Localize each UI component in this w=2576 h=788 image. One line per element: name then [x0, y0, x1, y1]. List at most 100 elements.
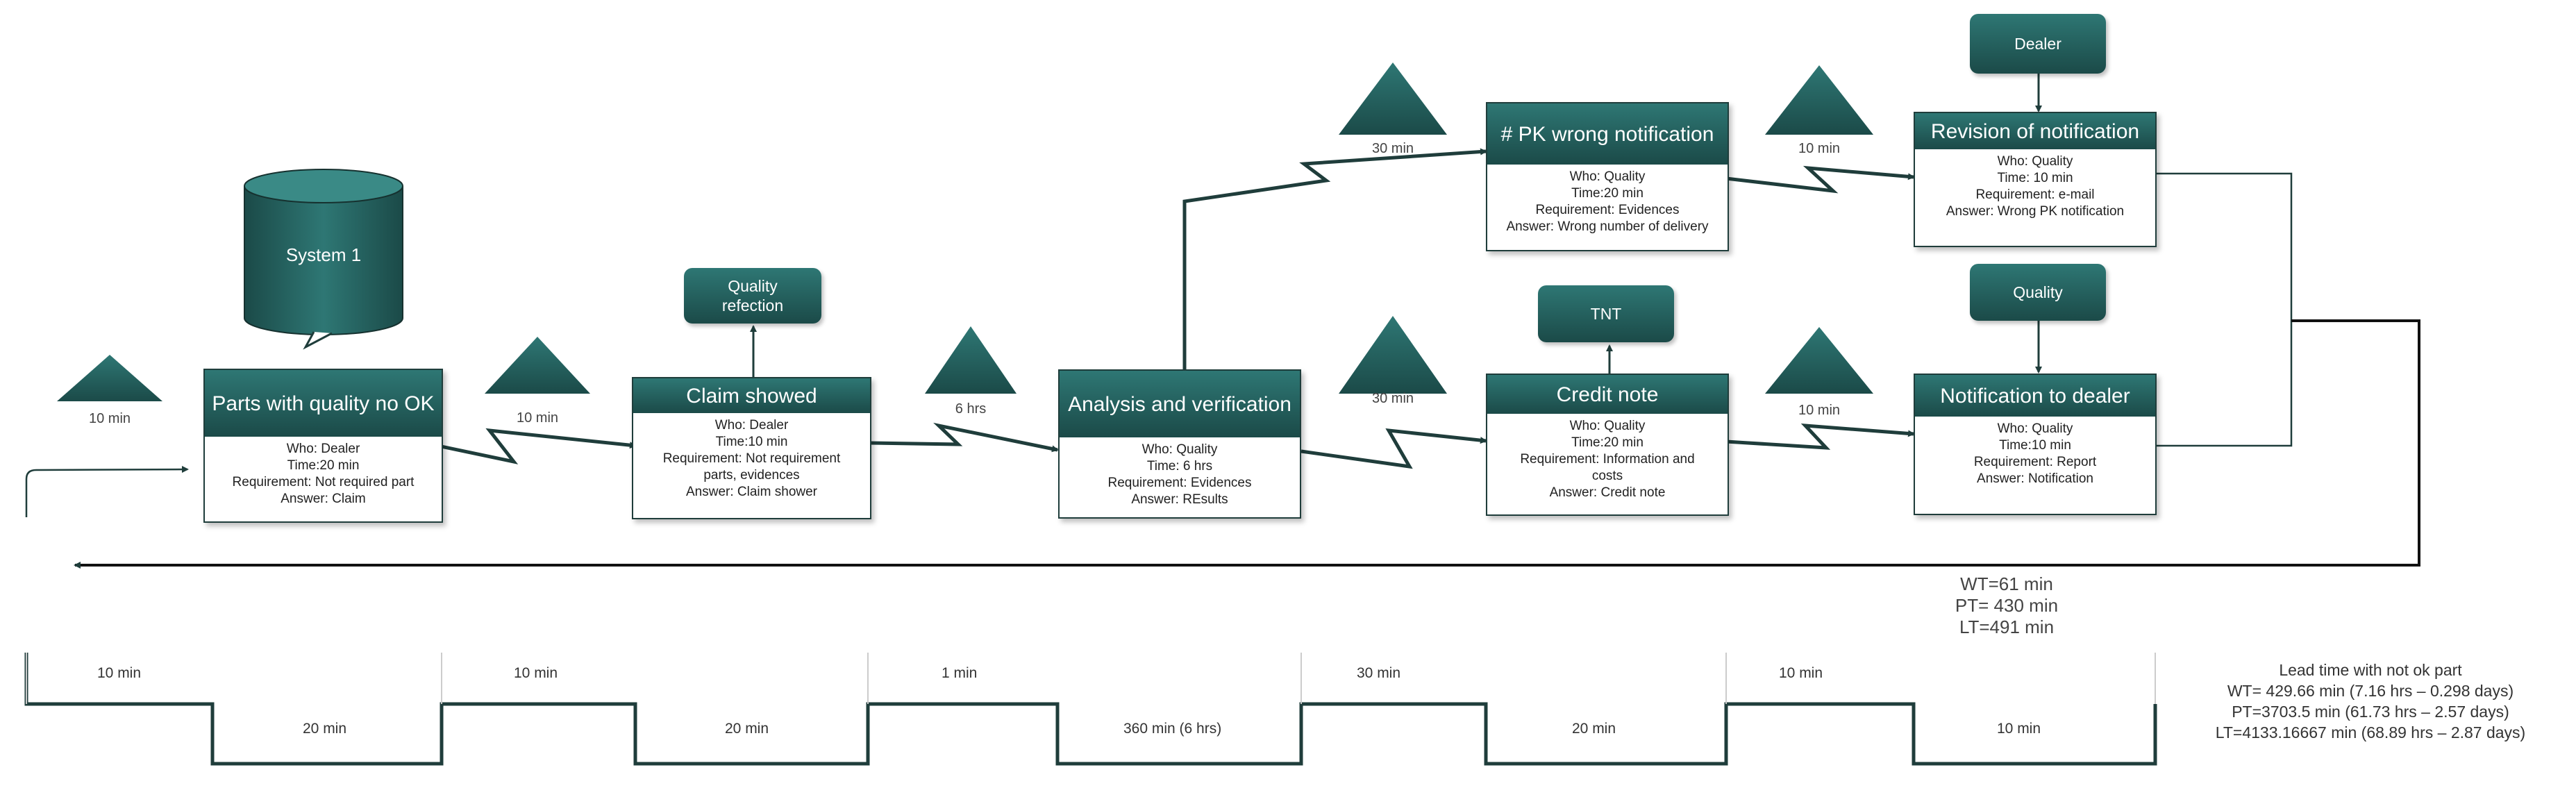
- process-title: Credit note: [1487, 375, 1728, 414]
- timeline-step-line: [24, 653, 2157, 766]
- inventory-time-label: 10 min: [516, 410, 559, 426]
- tnt-tag: TNT: [1538, 285, 1674, 342]
- total-pt: PT= 430 min: [1955, 595, 2059, 616]
- electronic-flow-line: [1300, 428, 1487, 469]
- process-details: Who: Quality Time: 6 hrs Requirement: Ev…: [1060, 437, 1300, 508]
- detail-line: Who: Quality: [1141, 442, 1218, 457]
- detail-line: Requirement: Report: [1973, 455, 2097, 469]
- detail-line: Who: Quality: [1997, 154, 2073, 169]
- detail-line: Time:20 min: [1571, 186, 1644, 201]
- inventory-time-label: 30 min: [1371, 141, 1414, 156]
- detail-line: Answer: Credit note: [1549, 485, 1666, 500]
- inventory-triangle: [1765, 327, 1873, 394]
- inventory-triangle: [485, 337, 590, 394]
- detail-line: Who: Quality: [1569, 419, 1646, 433]
- process-details: Who: Quality Time:10 min Requirement: Re…: [1915, 417, 2155, 487]
- merge-bracket: [2155, 172, 2293, 447]
- process-details: Who: Quality Time: 10 min Requirement: e…: [1915, 149, 2155, 220]
- process-totals: WT=61 min PT= 430 min LT=491 min: [1930, 573, 2083, 638]
- timeline-wait-label: 10 min: [1779, 665, 1823, 681]
- lead-pt: PT=3703.5 min (61.73 hrs – 2.57 days): [2232, 703, 2509, 721]
- detail-line: Time:10 min: [715, 435, 788, 449]
- inventory-triangle: [1339, 316, 1447, 394]
- process-title: Analysis and verification: [1060, 371, 1300, 437]
- electronic-flow-line: [1725, 165, 1915, 194]
- detail-line: parts, evidences: [703, 468, 800, 483]
- process-title: Revision of notification: [1915, 113, 2155, 149]
- quality-tag: Quality: [1970, 264, 2106, 321]
- inventory-time-label: 10 min: [1798, 403, 1841, 418]
- lead-time-summary: Lead time with not ok part WT= 429.66 mi…: [2169, 660, 2572, 743]
- detail-line: Requirement: Information and: [1520, 452, 1695, 467]
- detail-line: Answer: Wrong number of delivery: [1506, 219, 1709, 234]
- entry-arrow: [25, 466, 189, 517]
- process-details: Who: Quality Time:20 min Requirement: Ev…: [1487, 165, 1728, 235]
- timeline-process-label: 20 min: [725, 721, 769, 737]
- inventory-time-label: 10 min: [88, 411, 131, 426]
- process-box-notification: Notification to dealer Who: Quality Time…: [1914, 374, 2157, 515]
- lead-wt: WT= 429.66 min (7.16 hrs – 0.298 days): [2227, 682, 2514, 700]
- timeline-process-label: 20 min: [303, 721, 347, 737]
- inventory-triangle: [1765, 65, 1873, 135]
- detail-line: Answer: Claim: [281, 492, 366, 506]
- detail-line: Time: 10 min: [1997, 171, 2073, 185]
- timeline-wait-label: 30 min: [1357, 665, 1401, 681]
- quality-refection-tag: Quality refection: [684, 268, 821, 324]
- database-cylinder-icon: [244, 169, 403, 350]
- detail-line: Who: Dealer: [286, 442, 360, 456]
- detail-line: Who: Quality: [1569, 169, 1646, 184]
- electronic-flow-line: [1182, 148, 1487, 374]
- timeline-process-label: 20 min: [1572, 721, 1616, 737]
- process-details: Who: Dealer Time:10 min Requirement: Not…: [633, 413, 870, 501]
- detail-line: Answer: Notification: [1977, 471, 2093, 486]
- process-title: Notification to dealer: [1915, 375, 2155, 417]
- detail-line: Time: 6 hrs: [1146, 459, 1213, 473]
- detail-line: Time:20 min: [1571, 435, 1644, 450]
- detail-line: Requirement: e-mail: [1975, 187, 2095, 202]
- detail-line: Who: Quality: [1997, 421, 2073, 436]
- process-box-credit-note: Credit note Who: Quality Time:20 min Req…: [1486, 374, 1729, 516]
- timeline-process-label: 10 min: [1997, 721, 2041, 737]
- process-title: # PK wrong notification: [1487, 103, 1728, 165]
- electronic-flow-line: [869, 422, 1059, 453]
- lead-title: Lead time with not ok part: [2279, 661, 2462, 679]
- process-box-revision: Revision of notification Who: Quality Ti…: [1914, 112, 2157, 247]
- process-details: Who: Quality Time:20 min Requirement: In…: [1487, 414, 1728, 501]
- total-lt: LT=491 min: [1959, 617, 2055, 637]
- process-details: Who: Dealer Time:20 min Requirement: Not…: [205, 437, 442, 508]
- inventory-triangle: [1339, 62, 1447, 135]
- dealer-tag: Dealer: [1970, 14, 2106, 74]
- detail-line: Time:10 min: [1999, 438, 2071, 453]
- process-box-analysis: Analysis and verification Who: Quality T…: [1058, 369, 1301, 519]
- timeline-wait-label: 1 min: [942, 665, 978, 681]
- process-title: Parts with quality no OK: [205, 370, 442, 437]
- detail-line: Requirement: Evidences: [1107, 476, 1252, 490]
- inventory-time-label: 6 hrs: [955, 401, 987, 417]
- detail-line: Requirement: Not required part: [232, 475, 415, 489]
- inventory-time-label: 30 min: [1371, 391, 1414, 406]
- detail-line: Answer: Claim shower: [686, 485, 817, 499]
- electronic-flow-line: [1725, 424, 1915, 450]
- detail-line: Requirement: Not requirement: [662, 451, 841, 466]
- detail-line: Who: Dealer: [714, 418, 789, 433]
- total-wt: WT=61 min: [1960, 573, 2053, 594]
- detail-line: Answer: REsults: [1131, 492, 1228, 507]
- inventory-triangle: [57, 355, 162, 401]
- process-title: Claim showed: [633, 378, 870, 413]
- process-box-pk-wrong: # PK wrong notification Who: Quality Tim…: [1486, 102, 1729, 251]
- inventory-triangle: [925, 326, 1017, 394]
- detail-line: Requirement: Evidences: [1535, 203, 1680, 217]
- timeline-wait-label: 10 min: [97, 665, 142, 681]
- return-arrow: [74, 319, 2420, 569]
- inventory-time-label: 10 min: [1798, 141, 1841, 156]
- process-box-parts-quality: Parts with quality no OK Who: Dealer Tim…: [203, 369, 443, 523]
- detail-line: costs: [1591, 469, 1623, 483]
- electronic-flow-line: [440, 428, 637, 464]
- process-box-claim-showed: Claim showed Who: Dealer Time:10 min Req…: [632, 377, 871, 519]
- timeline-process-label: 360 min (6 hrs): [1123, 721, 1222, 737]
- timeline-wait-label: 10 min: [514, 665, 558, 681]
- detail-line: Time:20 min: [287, 458, 360, 473]
- detail-line: Answer: Wrong PK notification: [1946, 204, 2125, 219]
